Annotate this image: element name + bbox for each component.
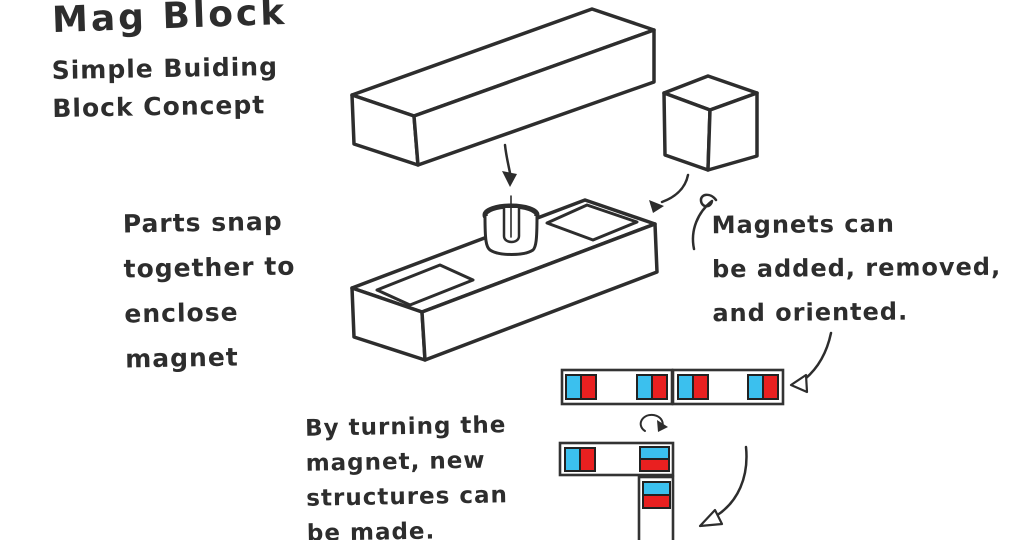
magnet-red-pole bbox=[651, 374, 668, 400]
magnet-red-pole bbox=[580, 374, 597, 400]
magnet-red-pole bbox=[639, 458, 670, 472]
cube-arrow bbox=[649, 173, 690, 213]
magnet-6-rotated bbox=[639, 446, 670, 472]
page-subtitle: Simple Buiding Block Concept bbox=[51, 52, 279, 123]
block-l-assembly bbox=[558, 441, 675, 540]
magnet-blue-pole bbox=[747, 374, 764, 400]
open-paren-bracket bbox=[691, 193, 718, 251]
magnet-red-pole bbox=[642, 494, 671, 509]
turn-arrow bbox=[698, 445, 748, 528]
magnet-red-pole bbox=[762, 374, 779, 400]
magnet-blue-pole bbox=[565, 374, 582, 400]
magnet-4 bbox=[747, 374, 779, 400]
top-cap-block-sketch bbox=[350, 7, 656, 167]
magnet-red-pole bbox=[579, 447, 596, 472]
right-recess-square bbox=[545, 203, 639, 242]
magnet-cup-sketch bbox=[482, 195, 540, 256]
magnet-blue-pole bbox=[677, 374, 694, 400]
annotation-parts-snap: Parts snap together to enclose magnet bbox=[122, 206, 296, 374]
magnet-blue-pole bbox=[564, 447, 581, 472]
magnet-3 bbox=[677, 374, 709, 400]
magnet-5 bbox=[564, 447, 596, 472]
block-assembly-row bbox=[560, 368, 785, 406]
magnet-cube-sketch bbox=[662, 74, 759, 172]
magnet-2 bbox=[636, 374, 668, 400]
annotation-by-turning: By turning the magnet, new structures ca… bbox=[304, 412, 509, 540]
down-arrow bbox=[502, 143, 517, 187]
left-recess-square bbox=[375, 263, 475, 307]
magnet-red-pole bbox=[692, 374, 709, 400]
magnet-1 bbox=[565, 374, 597, 400]
magnet-blue-pole bbox=[642, 481, 671, 496]
magnet-blue-pole bbox=[639, 446, 670, 460]
magnet-7-rotated bbox=[642, 481, 671, 509]
rotation-arrow bbox=[639, 413, 668, 432]
annotation-magnets-can: Magnets can be added, removed, and orien… bbox=[711, 209, 1002, 328]
base-block-sketch bbox=[350, 198, 659, 362]
oriented-arrow bbox=[789, 331, 833, 394]
magnet-blue-pole bbox=[636, 374, 653, 400]
